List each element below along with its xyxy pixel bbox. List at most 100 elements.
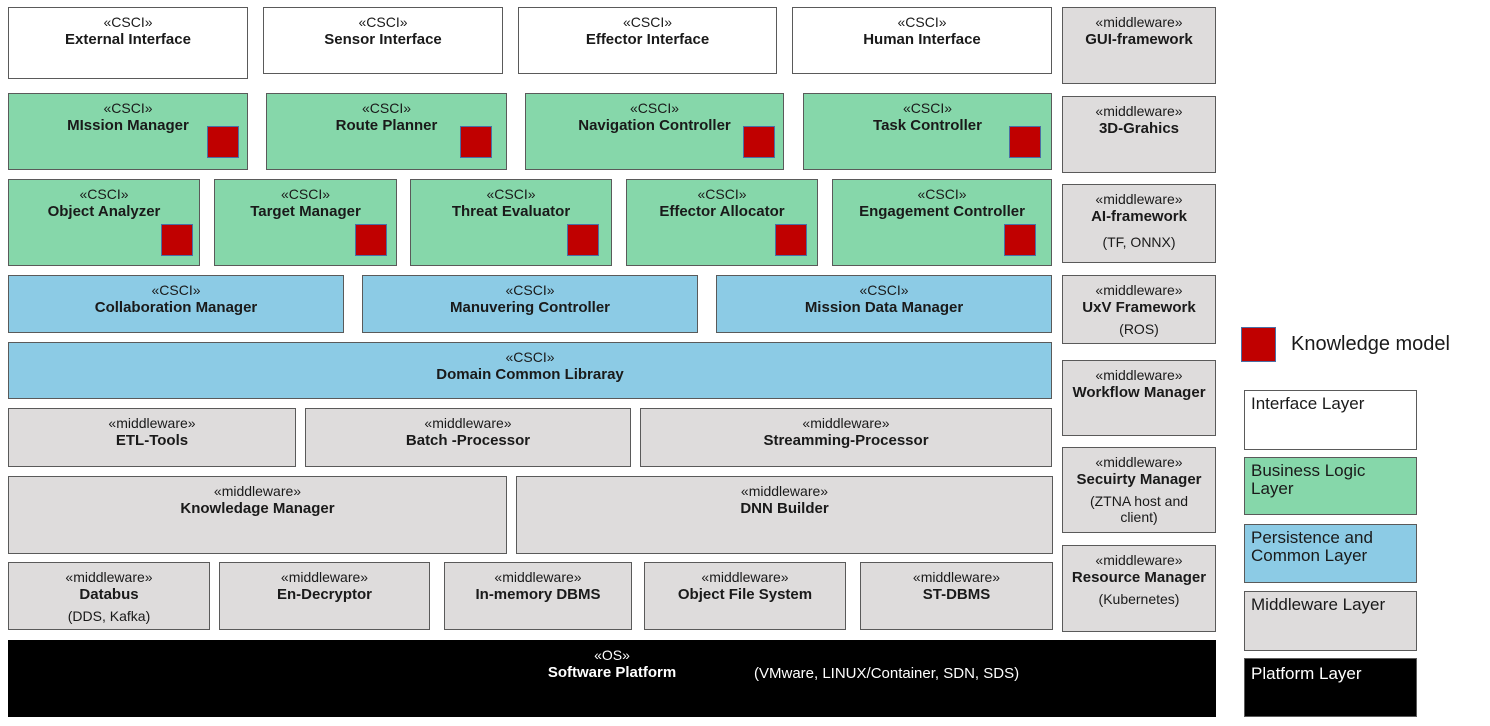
component-name: Software Platform xyxy=(547,664,677,681)
component-name: Resource Manager xyxy=(1071,569,1207,586)
stereotype: «CSCI» xyxy=(622,14,673,30)
stereotype: «CSCI» xyxy=(151,282,201,298)
knowledge-model-marker xyxy=(207,126,239,158)
component-name: Object File System xyxy=(677,586,813,603)
knowledge-model-marker xyxy=(567,224,599,256)
stereotype: «CSCI» xyxy=(505,349,555,365)
component-name: In-memory DBMS xyxy=(475,586,601,603)
stereotype: «middleware» xyxy=(213,483,302,499)
middleware-streamming-processor: «middleware» Streamming-Processor xyxy=(640,408,1052,467)
stereotype: «middleware» xyxy=(1095,282,1183,298)
component-name: UxV Framework xyxy=(1082,299,1196,316)
knowledge-model-marker xyxy=(460,126,492,158)
legend-interface-layer: Interface Layer xyxy=(1244,390,1417,450)
stereotype: «middleware» xyxy=(1095,454,1183,470)
stereotype: «middleware» xyxy=(494,569,582,585)
middleware-secuirty-manager: «middleware» Secuirty Manager (ZTNA host… xyxy=(1062,447,1216,533)
legend-platform-layer: Platform Layer xyxy=(1244,658,1417,717)
stereotype: «CSCI» xyxy=(505,282,555,298)
stereotype: «CSCI» xyxy=(79,186,129,202)
component-name: Manuvering Controller xyxy=(449,299,610,316)
middleware-databus: «middleware» Databus (DDS, Kafka) xyxy=(8,562,210,630)
stereotype: «middleware» xyxy=(280,569,369,585)
stereotype: «CSCI» xyxy=(103,100,153,116)
middleware-batch-processor: «middleware» Batch -Processor xyxy=(305,408,631,467)
component-name: Route Planner xyxy=(335,117,438,134)
component-name: Object Analyzer xyxy=(47,203,161,220)
component-name: Batch -Processor xyxy=(405,432,531,449)
stereotype: «CSCI» xyxy=(917,186,967,202)
legend-knowledge-model-swatch xyxy=(1241,327,1276,362)
legend-label: Interface Layer xyxy=(1251,394,1365,413)
knowledge-model-marker xyxy=(743,126,775,158)
component-name: Effector Allocator xyxy=(659,203,785,220)
csci-mission-data-manager: «CSCI» Mission Data Manager xyxy=(716,275,1052,333)
middleware-gui-framework: «middleware» GUI-framework xyxy=(1062,7,1216,84)
component-note: (ZTNA host and client) xyxy=(1089,493,1189,525)
legend-middleware-layer: Middleware Layer xyxy=(1244,591,1417,651)
component-name: Human Interface xyxy=(863,31,981,48)
csci-target-manager: «CSCI» Target Manager xyxy=(214,179,397,266)
component-name: Databus xyxy=(79,586,139,603)
stereotype: «OS» xyxy=(594,647,630,663)
component-name: Secuirty Manager xyxy=(1076,471,1202,488)
csci-domain-common-library: «CSCI» Domain Common Libraray xyxy=(8,342,1052,399)
stereotype: «CSCI» xyxy=(902,100,953,116)
stereotype: «middleware» xyxy=(912,569,1001,585)
knowledge-model-marker xyxy=(1004,224,1036,256)
csci-manuvering-controller: «CSCI» Manuvering Controller xyxy=(362,275,698,333)
stereotype: «CSCI» xyxy=(103,14,153,30)
platform-note: (VMware, LINUX/Container, SDN, SDS) xyxy=(754,665,1020,682)
knowledge-model-marker xyxy=(355,224,387,256)
stereotype: «middleware» xyxy=(701,569,789,585)
middleware-uxv-framework: «middleware» UxV Framework (ROS) xyxy=(1062,275,1216,344)
csci-sensor-interface: «CSCI» Sensor Interface xyxy=(263,7,503,74)
stereotype: «CSCI» xyxy=(361,100,412,116)
middleware-object-file-system: «middleware» Object File System xyxy=(644,562,846,630)
component-name: Workflow Manager xyxy=(1072,384,1206,401)
middleware-knowledage-manager: «middleware» Knowledage Manager xyxy=(8,476,507,554)
component-name: Threat Evaluator xyxy=(451,203,571,220)
middleware-en-decryptor: «middleware» En-Decryptor xyxy=(219,562,430,630)
stereotype: «middleware» xyxy=(740,483,829,499)
component-name: Navigation Controller xyxy=(578,117,731,134)
legend-label: Middleware Layer xyxy=(1251,595,1386,614)
legend-knowledge-model-label: Knowledge model xyxy=(1291,333,1450,355)
stereotype: «CSCI» xyxy=(629,100,680,116)
component-name: Engagement Controller xyxy=(859,203,1025,220)
csci-threat-evaluator: «CSCI» Threat Evaluator xyxy=(410,179,612,266)
component-name: Streamming-Processor xyxy=(763,432,929,449)
os-software-platform: «OS» Software Platform (VMware, LINUX/Co… xyxy=(8,640,1216,717)
stereotype: «CSCI» xyxy=(280,186,331,202)
component-name: Target Manager xyxy=(250,203,361,220)
middleware-dnn-builder: «middleware» DNN Builder xyxy=(516,476,1053,554)
component-note: (ROS) xyxy=(1119,321,1159,337)
stereotype: «CSCI» xyxy=(897,14,947,30)
stereotype: «CSCI» xyxy=(486,186,536,202)
legend-persistence-layer: Persistence and Common Layer xyxy=(1244,524,1417,583)
stereotype: «CSCI» xyxy=(358,14,408,30)
csci-navigation-controller: «CSCI» Navigation Controller xyxy=(525,93,784,170)
csci-mission-manager: «CSCI» MIssion Manager xyxy=(8,93,248,170)
component-name: DNN Builder xyxy=(740,500,829,517)
component-name: Sensor Interface xyxy=(324,31,442,48)
stereotype: «CSCI» xyxy=(697,186,747,202)
middleware-st-dbms: «middleware» ST-DBMS xyxy=(860,562,1053,630)
stereotype: «middleware» xyxy=(1095,552,1183,568)
stereotype: «middleware» xyxy=(108,415,196,431)
stereotype: «middleware» xyxy=(1095,14,1183,30)
stereotype: «middleware» xyxy=(1095,191,1183,207)
legend-label: Business Logic Layer xyxy=(1251,461,1366,498)
stereotype: «middleware» xyxy=(1095,367,1183,383)
csci-engagement-controller: «CSCI» Engagement Controller xyxy=(832,179,1052,266)
component-name: En-Decryptor xyxy=(276,586,373,603)
csci-effector-allocator: «CSCI» Effector Allocator xyxy=(626,179,818,266)
knowledge-model-marker xyxy=(1009,126,1041,158)
middleware-in-memory-dbms: «middleware» In-memory DBMS xyxy=(444,562,632,630)
csci-human-interface: «CSCI» Human Interface xyxy=(792,7,1052,74)
component-name: Domain Common Libraray xyxy=(436,366,624,383)
stereotype: «middleware» xyxy=(802,415,890,431)
component-name: Mission Data Manager xyxy=(804,299,964,316)
component-note: (TF, ONNX) xyxy=(1102,234,1176,250)
component-name: AI-framework xyxy=(1091,208,1187,225)
